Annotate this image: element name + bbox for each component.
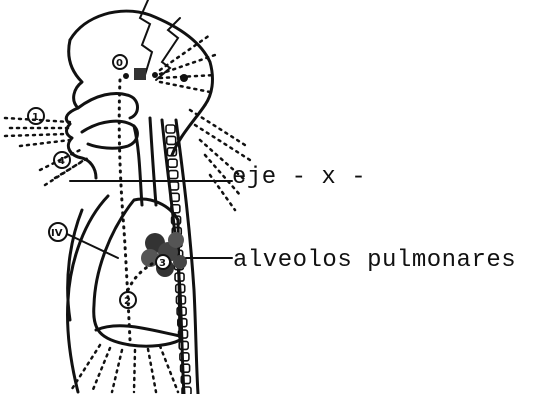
marker-1-label: 1 [32,112,39,123]
dot-nerve-center [180,74,188,82]
nasal-cavity [78,93,138,118]
radiating-lines-neck [190,110,250,210]
alveoli-label: alveolos pulmonares [233,247,516,274]
ribcage-front [68,210,82,320]
head-outline [70,11,212,105]
face-profile [66,40,96,178]
marker-0-label: 0 [116,58,123,69]
axis-label: eje - x - [232,164,366,191]
brain-center-square [134,68,146,80]
vertebra [169,171,178,179]
marker-2-label: 2 [124,296,131,307]
trachea-right [150,118,156,205]
dot-brain-left [123,73,129,79]
vertebra [167,136,176,144]
vertebra [168,159,177,167]
dot-brain-right [152,72,158,78]
marker-3-label: 3 [159,258,166,269]
radiating-lines-head [160,35,215,92]
vertebra [166,125,175,133]
marker-IV-label: IV [51,228,63,239]
radiating-lines-bottom [70,345,178,392]
oral-cavity [82,121,137,148]
diaphragm [96,326,180,336]
